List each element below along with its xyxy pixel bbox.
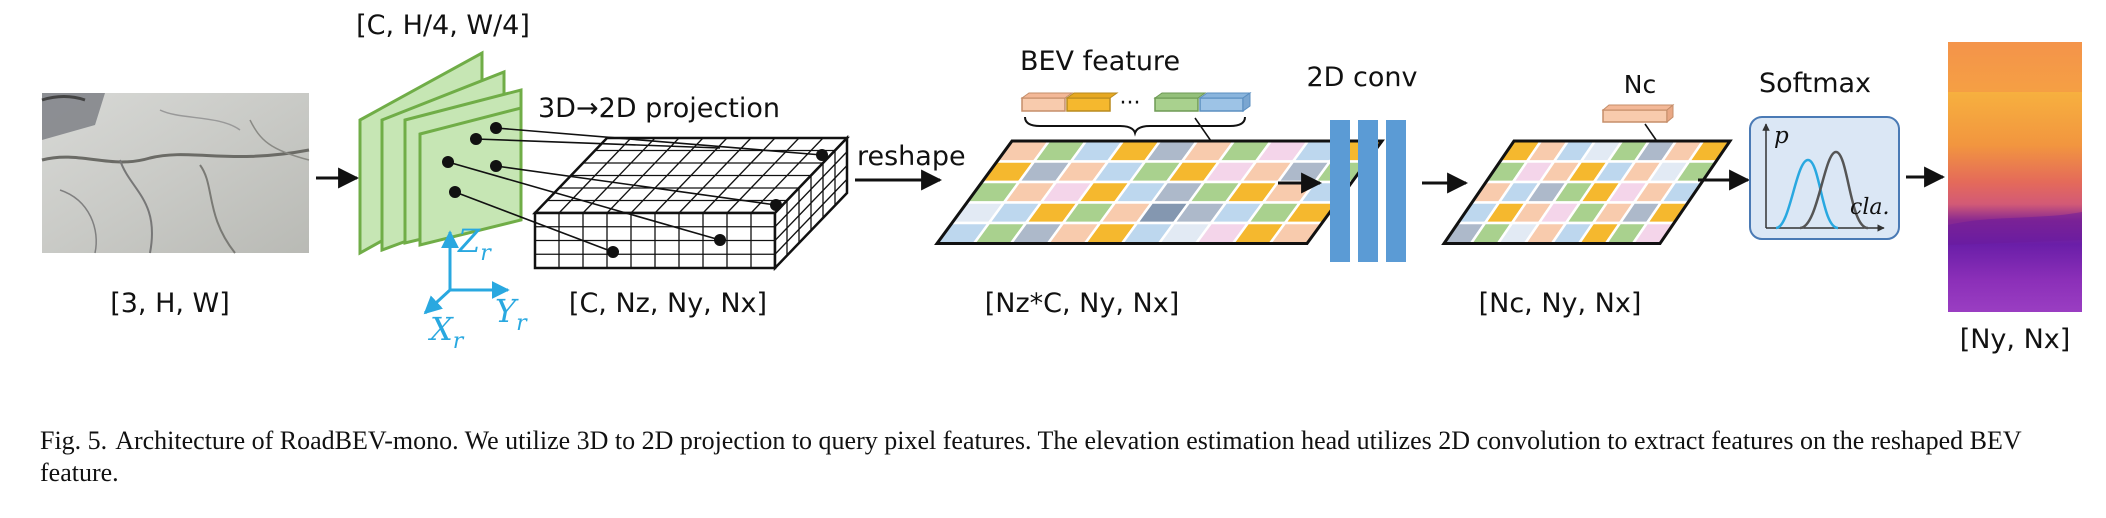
nc-block xyxy=(1601,103,1675,124)
coordinate-axes: Zr Yr Xr xyxy=(423,222,528,354)
voxel-grid xyxy=(532,134,850,272)
caption-text: Architecture of RoadBEV-mono. We utilize… xyxy=(40,426,2022,487)
bev-brace xyxy=(1024,116,1246,137)
softmax-title: Softmax xyxy=(1759,68,1871,99)
bev-ellipsis: ··· xyxy=(1120,91,1141,116)
bev-title: BEV feature xyxy=(1020,46,1180,77)
bev-dims-label: [Nz*C, Ny, Nx] xyxy=(985,288,1179,319)
voxel-dims-label: [C, Nz, Ny, Nx] xyxy=(569,288,767,319)
feature-map-stack xyxy=(358,50,523,256)
softmax-cla-label: cla. xyxy=(1850,195,1889,220)
projection-lines xyxy=(447,127,823,253)
axis-z-sub: r xyxy=(480,241,492,266)
conv-layers xyxy=(1330,120,1406,262)
input-dims-label: [3, H, W] xyxy=(110,288,230,319)
axis-y-label: Y xyxy=(495,292,519,330)
input-road-image xyxy=(41,93,310,254)
projection-label: 3D→2D projection xyxy=(538,93,780,124)
conv-out-dims-label: [Nc, Ny, Nx] xyxy=(1479,288,1642,319)
projection-points xyxy=(442,122,828,258)
nc-label: Nc xyxy=(1624,70,1656,99)
conv-output-grid xyxy=(1441,139,1733,245)
caption-prefix: Fig. 5. xyxy=(40,426,108,455)
elevation-output-map xyxy=(1948,42,2082,312)
axis-z-label: Z xyxy=(457,222,481,260)
svg-text:Zr: Zr xyxy=(457,222,492,266)
output-dims-label: [Ny, Nx] xyxy=(1960,324,2071,355)
axis-x-sub: r xyxy=(453,329,465,354)
bev-feature-grid xyxy=(934,139,1385,245)
axis-y-sub: r xyxy=(516,311,528,336)
softmax-p-label: p xyxy=(1774,123,1789,149)
axis-x-label: X xyxy=(427,310,454,348)
feature-dims-label: [C, H/4, W/4] xyxy=(356,10,530,41)
svg-text:Xr: Xr xyxy=(427,310,465,354)
softmax-box xyxy=(1749,116,1900,240)
conv-title: 2D conv xyxy=(1306,62,1417,93)
figure-caption: Fig. 5.Architecture of RoadBEV-mono. We … xyxy=(40,425,2080,489)
reshape-label: reshape xyxy=(857,141,966,172)
svg-text:Yr: Yr xyxy=(495,292,528,336)
bev-channel-blocks xyxy=(1020,92,1252,112)
architecture-diagram: [3, H, W] [C, H/4, W/4] Zr Yr Xr 3D→2D p… xyxy=(41,10,2082,355)
